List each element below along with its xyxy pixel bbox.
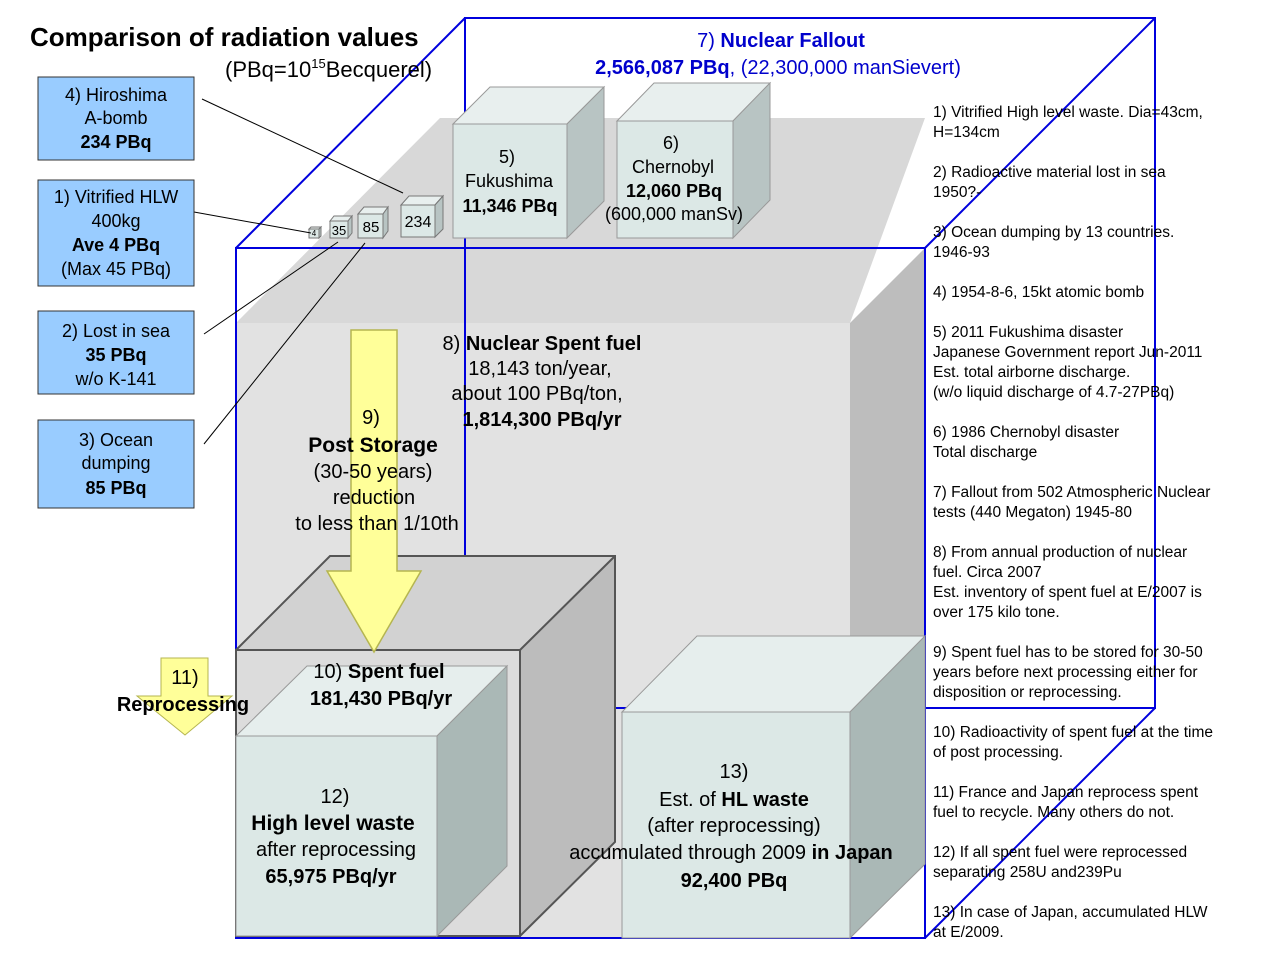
hlw-13-title-b: HL waste [721, 789, 808, 811]
spent-fuel-8-num: 8) [443, 333, 466, 355]
ocean-l2: dumping [81, 453, 150, 473]
connector-lines [193, 98, 404, 445]
note-12: 12) If all spent fuel were reprocessed s… [933, 844, 1188, 881]
ocean-l1: 3) Ocean [79, 430, 153, 450]
note-8: 8) From annual production of nuclear fue… [933, 544, 1202, 621]
cube-4 [307, 225, 323, 240]
hlw-13-cube [620, 634, 927, 940]
note-3: 3) Ocean dumping by 13 countries. 1946-9… [933, 224, 1175, 261]
lost-value: 35 PBq [85, 345, 146, 365]
spent-fuel-8-title: 8) Nuclear Spent fuel [443, 333, 642, 355]
cube-35-label: 35 [332, 223, 346, 238]
reprocessing-num: 11) [171, 667, 198, 689]
vitrified-l1: 1) Vitrified HLW [54, 187, 178, 207]
cube-85-label: 85 [363, 219, 380, 236]
chernobyl-value: 12,060 PBq [626, 181, 722, 201]
hlw-13-l3: (after reprocessing) [647, 815, 820, 837]
fukushima-cube [451, 85, 606, 240]
hlw-13-num: 13) [720, 761, 749, 783]
post-storage-l4: reduction [333, 487, 415, 509]
cube-234-label: 234 [405, 214, 432, 231]
note-2: 2) Radioactive material lost in sea 1950… [933, 164, 1166, 201]
spent-fuel-10-value: 181,430 PBq/yr [310, 688, 453, 710]
post-storage-l1: 9) [362, 407, 380, 429]
hlw-13-title: Est. of HL waste [659, 789, 809, 811]
ocean-value: 85 PBq [85, 478, 146, 498]
title-unit-exp: 15 [311, 56, 325, 71]
hlw-12-value: 65,975 PBq/yr [265, 866, 396, 888]
cube-4-label: 4 [312, 229, 317, 238]
post-storage-l3: (30-50 years) [314, 461, 433, 483]
chernobyl-cube [615, 81, 772, 240]
fukushima-value: 11,346 PBq [462, 196, 557, 216]
reprocessing-label: Reprocessing [117, 694, 249, 716]
fallout-label: 7) Nuclear Fallout [697, 30, 865, 52]
fallout-value: 2,566,087 PBq, (22,300,000 manSievert) [595, 57, 961, 79]
reprocessing-arrow [135, 657, 234, 736]
note-1: 1) Vitrified High level waste. Dia=43cm,… [933, 104, 1203, 141]
post-storage-l2: Post Storage [308, 434, 438, 457]
spent-fuel-8-value: 1,814,300 PBq/yr [463, 409, 622, 431]
fukushima-l2: Fukushima [465, 171, 554, 191]
note-7: 7) Fallout from 502 Atmospheric Nuclear … [933, 484, 1211, 521]
chernobyl-l1: 6) [663, 133, 679, 153]
spent-fuel-10-num: 10) [313, 661, 347, 683]
title-unit: (PBq=1015Becquerel) [225, 56, 432, 82]
fallout-value-main: 2,566,087 PBq [595, 57, 730, 79]
hlw-13-title-a: Est. of [659, 789, 721, 811]
cube-85 [356, 205, 389, 240]
note-6: 6) 1986 Chernobyl disaster Total dischar… [933, 424, 1120, 461]
fukushima-l1: 5) [499, 147, 515, 167]
spent-fuel-10-name: Spent fuel [348, 661, 445, 683]
hiroshima-l2: A-bomb [84, 108, 147, 128]
hiroshima-l1: 4) Hiroshima [65, 85, 168, 105]
cube-234 [399, 194, 445, 239]
note-11: 11) France and Japan reprocess spent fue… [933, 784, 1199, 821]
hlw-12-cube [234, 664, 509, 938]
hlw-12-l3: after reprocessing [256, 839, 416, 861]
fallout-value-extra: , (22,300,000 manSievert) [730, 57, 961, 79]
note-13: 13) In case of Japan, accumulated HLW at… [933, 904, 1208, 941]
hlw-13-l4-b: in Japan [812, 842, 893, 864]
note-5: 5) 2011 Fukushima disaster Japanese Gove… [933, 324, 1203, 401]
notes-column: 1) Vitrified High level waste. Dia=43cm,… [933, 103, 1273, 963]
vitrified-box: 1) Vitrified HLW 400kg Ave 4 PBq (Max 45… [37, 179, 195, 287]
lost-in-sea-box: 2) Lost in sea 35 PBq w/o K-141 [37, 310, 195, 395]
hlw-13-l4: accumulated through 2009 in Japan [569, 842, 893, 864]
lost-l3: w/o K-141 [74, 369, 156, 389]
cube-35 [328, 214, 354, 240]
spent-fuel-8-name: Nuclear Spent fuel [466, 333, 642, 355]
title-unit-suffix: Becquerel) [326, 57, 432, 82]
chernobyl-l4: (600,000 manSv) [605, 204, 743, 224]
hlw-13-value: 92,400 PBq [681, 870, 788, 892]
post-storage-l5: to less than 1/10th [295, 513, 458, 535]
vitrified-l2: 400kg [91, 211, 140, 231]
hlw-13-l4-a: accumulated through 2009 [569, 842, 811, 864]
spent-fuel-8-l2: 18,143 ton/year, [468, 358, 611, 380]
note-10: 10) Radioactivity of spent fuel at the t… [933, 724, 1214, 761]
hiroshima-value: 234 PBq [80, 132, 151, 152]
spent-fuel-10-title: 10) Spent fuel [313, 661, 444, 683]
vitrified-value: Ave 4 PBq [72, 235, 160, 255]
hlw-12-num: 12) [321, 786, 350, 808]
chernobyl-l2: Chernobyl [632, 157, 714, 177]
note-9: 9) Spent fuel has to be stored for 30-50… [933, 644, 1203, 701]
hiroshima-box: 4) Hiroshima A-bomb 234 PBq [37, 76, 195, 161]
vitrified-l4: (Max 45 PBq) [61, 259, 171, 279]
title-unit-prefix: (PBq=10 [225, 57, 311, 82]
ocean-dumping-box: 3) Ocean dumping 85 PBq [37, 419, 195, 509]
page-title: Comparison of radiation values [30, 22, 419, 52]
spent-fuel-8-l3: about 100 PBq/ton, [451, 383, 622, 405]
hlw-12-title: High level waste [251, 812, 414, 835]
post-storage-arrow [325, 329, 423, 654]
note-4: 4) 1954-8-6, 15kt atomic bomb [933, 284, 1145, 301]
lost-l1: 2) Lost in sea [62, 321, 171, 341]
